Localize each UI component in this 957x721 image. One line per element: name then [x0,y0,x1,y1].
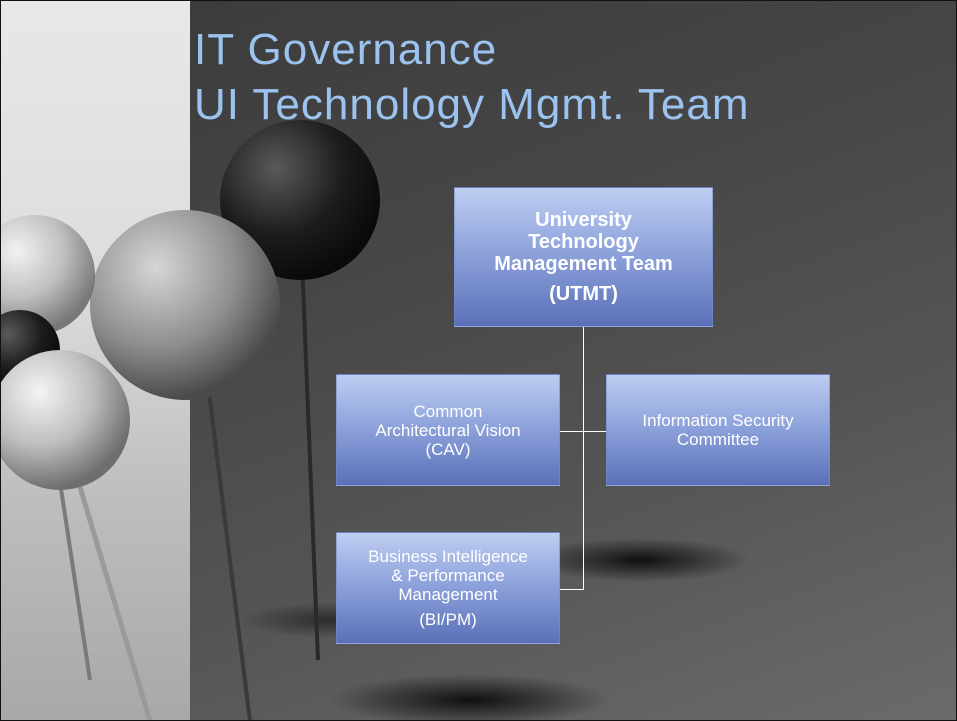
background-photo-dark-panel [190,0,957,721]
bipm-abbr: (BI/PM) [419,610,477,629]
node-utmt: University Technology Management Team (U… [454,187,713,327]
utmt-line-2: Technology [528,231,639,253]
isc-line-1: Information Security [642,411,794,430]
title-line-2: UI Technology Mgmt. Team [194,80,750,129]
node-bipm: Business Intelligence & Performance Mana… [336,532,560,644]
cav-line-2: Architectural Vision [375,420,521,440]
utmt-line-1: University [535,209,632,231]
utmt-line-3: Management Team [494,253,673,275]
bipm-line-3: Management [398,585,498,604]
bipm-line-2: & Performance [391,566,505,585]
cav-line-1: Common [413,401,483,421]
cav-abbr: (CAV) [425,439,471,459]
slide-title: IT Governance UI Technology Mgmt. Team [194,22,750,132]
isc-line-2: Committee [676,430,760,449]
bipm-line-1: Business Intelligence [368,547,528,566]
node-cav: Common Architectural Vision (CAV) [336,374,560,486]
node-isc: Information Security Committee [606,374,830,486]
utmt-abbr: (UTMT) [549,283,618,305]
title-line-1: IT Governance [194,25,498,74]
